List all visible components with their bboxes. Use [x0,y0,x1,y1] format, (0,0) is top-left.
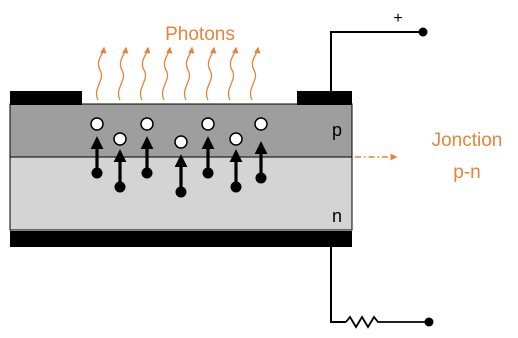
resistor-icon [345,315,426,329]
holes [90,117,268,149]
photon-arrow [249,46,261,101]
hole [90,117,104,131]
electron [202,167,214,179]
terminal-positive [418,27,428,37]
p-region-label: p [332,120,342,140]
electrons [91,167,267,198]
photon-arrow [139,46,151,101]
hole [201,117,215,131]
photon-arrows [95,46,261,101]
junction-label-line1: Jonction [432,130,503,151]
photon-arrow [205,46,217,101]
photon-arrow [161,46,173,101]
photon-arrow [95,46,107,101]
electron-arrows [90,136,268,190]
hole [140,117,154,131]
electron [175,186,187,198]
electron [141,167,153,179]
plus-label: + [393,10,402,27]
hole [254,117,268,131]
hole [229,132,243,146]
terminal-negative [424,317,434,327]
electron [255,172,267,184]
photons-label: Photons [165,24,235,45]
junction-label-line2: p-n [453,162,480,183]
hole [174,135,188,149]
electron [91,167,103,179]
electron [114,181,126,193]
p-layer [9,103,353,158]
n-region-label: n [332,206,342,226]
top-contact-right [297,91,352,105]
photon-arrow [227,46,239,101]
hole [113,132,127,146]
photon-arrow [183,46,195,101]
electron [230,181,242,193]
wire-negative [330,247,346,323]
photon-arrow [117,46,129,101]
wire-positive [330,31,422,92]
top-contact-left [10,91,82,105]
bottom-contact [10,231,352,247]
